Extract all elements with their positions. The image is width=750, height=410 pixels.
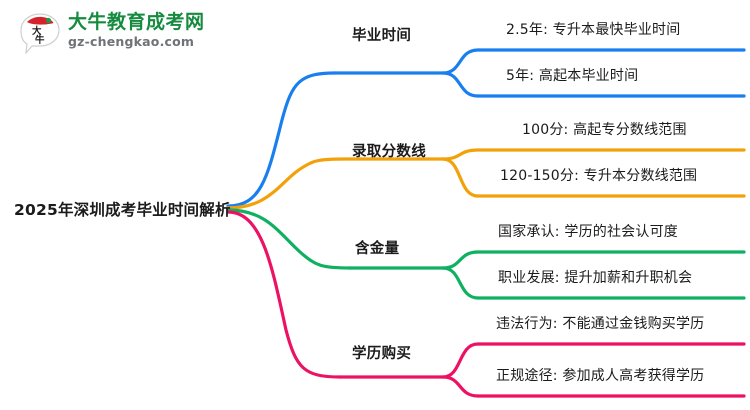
mindmap-leaf-label-1-1[interactable]: 2.5年: 专升本最快毕业时间: [506, 22, 681, 38]
svg-text:牛: 牛: [35, 34, 45, 46]
mindmap-branch-label-4[interactable]: 学历购买: [352, 346, 412, 362]
wire-branch-1-to-leaf-1: [441, 48, 480, 75]
wire-branch-4-to-leaf-2: [441, 375, 480, 398]
mindmap-leaf-label-3-1[interactable]: 国家承认: 学历的社会认可度: [498, 224, 678, 240]
site-logo[interactable]: 大 牛 大牛教育成考网 gz-chengkao.com: [18, 10, 238, 58]
wire-root-to-branch-2: [226, 157, 347, 210]
wire-branch-4-to-leaf-1: [441, 342, 480, 379]
wire-root-to-branch-4: [226, 210, 342, 379]
logo-text-block: 大牛教育成考网 gz-chengkao.com: [68, 10, 238, 50]
mindmap-branch-label-2[interactable]: 录取分数线: [352, 144, 426, 160]
mindmap-leaf-label-4-2[interactable]: 正规途径: 参加成人高考获得学历: [496, 368, 705, 384]
mindmap-leaf-label-1-2[interactable]: 5年: 高起本毕业时间: [506, 68, 639, 84]
mindmap-leaf-label-4-1[interactable]: 违法行为: 不能通过金钱购买学历: [496, 316, 705, 332]
wire-branch-3-to-leaf-2: [441, 266, 480, 300]
speech-bubble-logo-icon: 大 牛: [20, 13, 60, 54]
wire-branch-3-to-leaf-1: [441, 250, 480, 270]
wire-root-to-branch-1: [226, 71, 337, 208]
mindmap-branch-label-3[interactable]: 含金量: [355, 241, 400, 257]
wire-branch-2-to-leaf-1: [441, 148, 480, 161]
wire-branch-1-to-leaf-2: [441, 71, 480, 98]
svg-text:大: 大: [32, 25, 42, 37]
mindmap-leaf-label-2-1[interactable]: 100分: 高起专分数线范围: [522, 122, 687, 138]
logo-title: 大牛教育成考网: [68, 11, 205, 33]
wire-root-to-branch-3: [226, 208, 352, 270]
mindmap-branch-label-1[interactable]: 毕业时间: [352, 28, 412, 44]
wire-branch-2-to-leaf-2: [441, 157, 480, 198]
mindmap-leaf-label-2-2[interactable]: 120-150分: 专升本分数线范围: [500, 168, 698, 184]
logo-subtitle: gz-chengkao.com: [68, 34, 195, 49]
mindmap-root-node[interactable]: 2025年深圳成考毕业时间解析: [14, 201, 231, 219]
mindmap-leaf-label-3-2[interactable]: 职业发展: 提升加薪和升职机会: [498, 270, 693, 286]
